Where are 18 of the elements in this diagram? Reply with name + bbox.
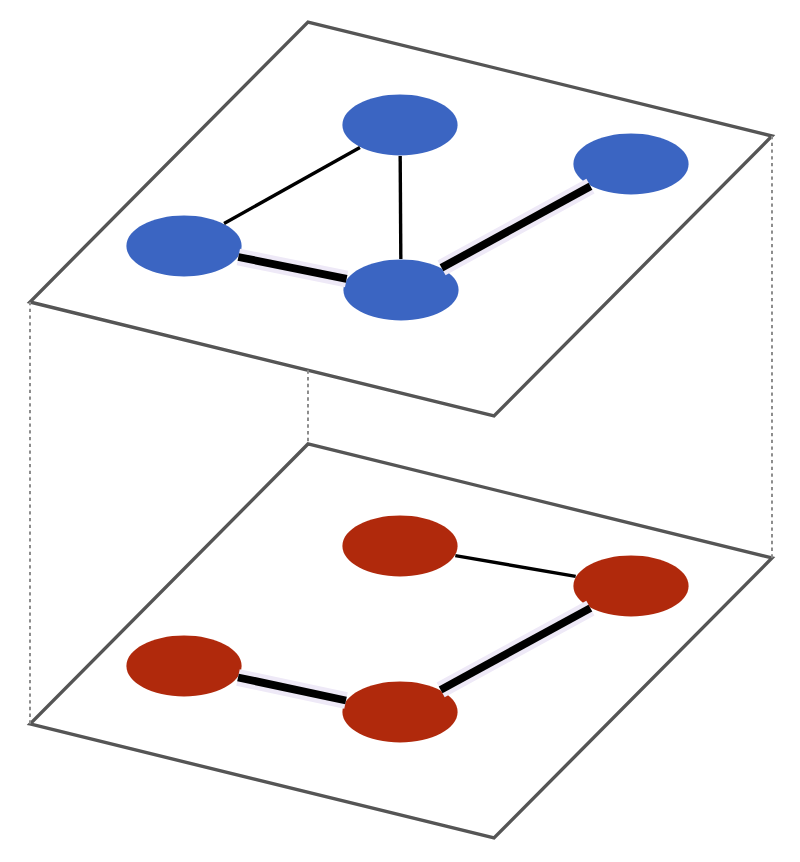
node-ellipse [343, 259, 459, 321]
node-ellipse [342, 515, 458, 577]
link-line [398, 155, 403, 260]
link-line [436, 600, 595, 698]
link-line [455, 553, 576, 579]
node-ellipse [342, 94, 458, 156]
node-ellipse [573, 133, 689, 195]
node-ellipse [573, 555, 689, 617]
dotted-line [771, 135, 773, 559]
node-ellipse [126, 635, 242, 697]
link-line [437, 178, 595, 276]
link-line [236, 669, 348, 709]
dotted-line [307, 369, 309, 445]
link-line [223, 145, 361, 226]
link-line [236, 248, 349, 288]
node-ellipse [342, 681, 458, 743]
dotted-line [29, 301, 31, 725]
node-ellipse [126, 215, 242, 277]
